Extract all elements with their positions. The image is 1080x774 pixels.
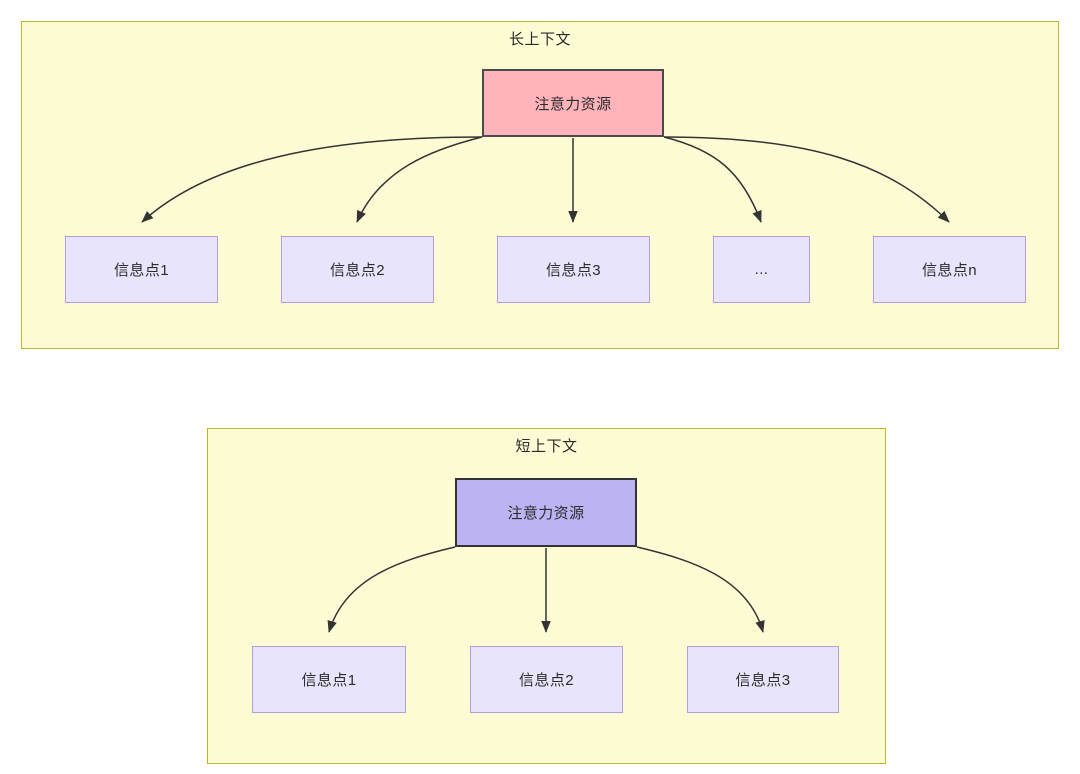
long-context-info-label-1: 信息点1 [114,262,169,279]
short-context-info-node-2[interactable]: 信息点2 [470,646,623,713]
short-context-info-node-3[interactable]: 信息点3 [687,646,839,713]
short-context-info-label-1: 信息点1 [301,672,357,689]
long-context-info-label-2: 信息点2 [330,262,385,279]
long-context-info-node-3[interactable]: 信息点3 [497,236,650,303]
long-context-info-node-ellipsis[interactable]: ... [713,236,810,303]
long-context-attention-resource-node[interactable]: 注意力资源 [482,69,664,137]
long-context-info-label-ellipsis: ... [754,261,769,278]
long-context-info-node-2[interactable]: 信息点2 [281,236,434,303]
short-context-attention-resource-node[interactable]: 注意力资源 [455,478,637,547]
short-context-info-node-1[interactable]: 信息点1 [252,646,406,713]
short-context-info-label-2: 信息点2 [519,672,574,689]
long-context-info-label-n: 信息点n [922,262,977,279]
short-context-attention-resource-label: 注意力资源 [507,505,585,522]
long-context-attention-resource-label: 注意力资源 [534,95,612,113]
long-context-info-label-3: 信息点3 [546,262,601,279]
long-context-info-node-1[interactable]: 信息点1 [65,236,218,303]
group-long-context-title: 长上下文 [508,31,571,48]
short-context-info-label-3: 信息点3 [735,672,791,689]
long-context-info-node-n[interactable]: 信息点n [873,236,1026,303]
group-short-context-title: 短上下文 [515,438,578,455]
